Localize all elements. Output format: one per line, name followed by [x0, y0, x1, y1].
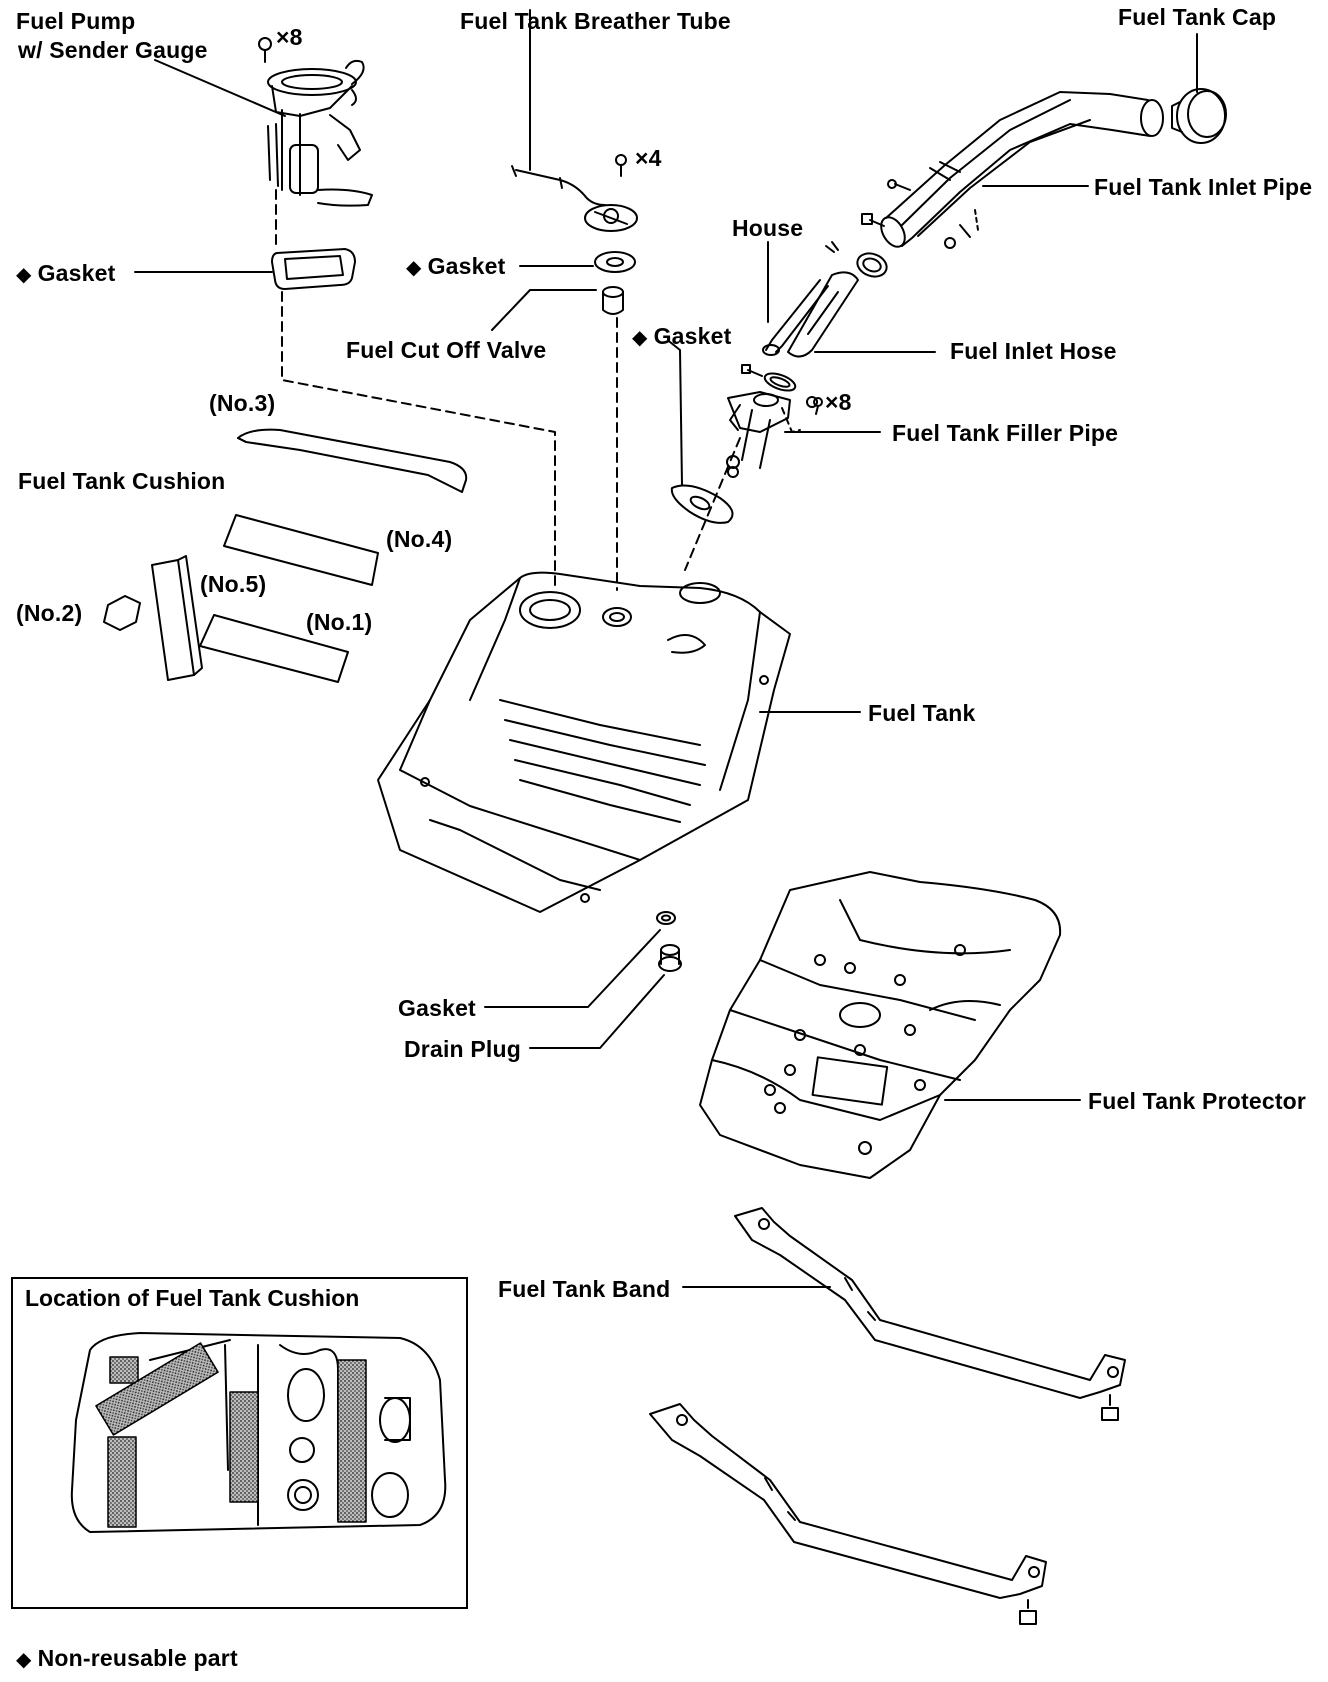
label-house: House [732, 215, 804, 241]
drain-gasket [656, 911, 676, 925]
inset-cushion-no5 [107, 1436, 137, 1528]
leader-filler-gasket [669, 341, 683, 486]
inset-cushion-no4 [229, 1391, 259, 1503]
label-no4: (No.4) [386, 526, 453, 552]
label-no2: (No.2) [16, 600, 83, 626]
dashed-filler2 [781, 407, 801, 433]
label-cushion: Fuel Tank Cushion [18, 468, 226, 494]
inset-cushion-no3 [95, 1342, 219, 1436]
label-drain-plug: Drain Plug [404, 1036, 522, 1062]
band-bolt-lower [1019, 1599, 1037, 1625]
pump-bolt [258, 37, 272, 63]
label-filler-pipe: Fuel Tank Filler Pipe [892, 420, 1119, 446]
diamond-icon: ◆ [16, 1649, 32, 1671]
dashed-filler [684, 437, 741, 571]
diamond-icon: ◆ [406, 257, 422, 279]
hose-clamp [825, 241, 888, 278]
fuel-tank-body [377, 571, 791, 913]
inlet-hose [787, 271, 859, 358]
label-gasket-filler: ◆Gasket [632, 323, 732, 349]
dashed-pump [275, 189, 556, 586]
label-protector: Fuel Tank Protector [1088, 1088, 1307, 1114]
inset-cushions [95, 1342, 367, 1528]
cushion-no4 [223, 514, 379, 586]
inlet-pipe [880, 91, 1164, 248]
label-no3: (No.3) [209, 390, 276, 416]
diamond-icon: ◆ [16, 264, 32, 286]
label-gasket-drain: Gasket [398, 995, 476, 1021]
cushion-no3 [237, 428, 468, 493]
label-cut-off-valve: Fuel Cut Off Valve [346, 337, 547, 363]
leader-pump [154, 59, 286, 117]
label-fuel-tank: Fuel Tank [868, 700, 976, 726]
label-fuel-pump: Fuel Pump [16, 8, 136, 34]
inset-cushion-no2 [109, 1356, 139, 1384]
label-sender-gauge: w/ Sender Gauge [18, 37, 208, 63]
fuel-tank-band-upper [734, 1207, 1126, 1399]
label-qty-x4: ×4 [635, 145, 662, 171]
label-qty-x8-filler: ×8 [825, 389, 852, 415]
inlet-clips [861, 179, 979, 249]
label-breather-tube: Fuel Tank Breather Tube [460, 8, 731, 34]
fuel-pump [267, 59, 373, 207]
fuel-tank-protector [699, 871, 1062, 1179]
label-no5: (No.5) [200, 571, 267, 597]
label-tank-cap: Fuel Tank Cap [1118, 4, 1277, 30]
label-band: Fuel Tank Band [498, 1276, 671, 1302]
leader-drain-plug [529, 974, 665, 1049]
inset-cushion-no1 [337, 1359, 367, 1523]
breather-house [762, 241, 829, 356]
cut-off-valve [602, 286, 624, 315]
fuel-tank-cap [1171, 33, 1227, 144]
valve-bolt [615, 154, 627, 177]
label-no1: (No.1) [306, 609, 373, 635]
gasket-valve [594, 251, 636, 273]
label-gasket-left: ◆Gasket [16, 260, 116, 286]
filler-bolt [806, 396, 818, 408]
gasket-pump [271, 248, 356, 290]
label-inlet-pipe: Fuel Tank Inlet Pipe [1094, 174, 1313, 200]
drain-plug [658, 944, 682, 972]
fuel-tank-band-lower [649, 1403, 1047, 1599]
diamond-icon: ◆ [632, 327, 648, 349]
cut-off-plate [584, 204, 638, 232]
cushion-location-inset: Location of Fuel Tank Cushion [11, 1277, 468, 1609]
filler-pipe [726, 391, 791, 478]
filler-small-parts [741, 364, 823, 415]
label-gasket-mid: ◆Gasket [406, 253, 506, 279]
label-qty-x8-pump: ×8 [276, 24, 303, 50]
leader-drain-gasket [484, 929, 661, 1008]
breather-tube [511, 9, 606, 206]
band-bolt-upper [1101, 1394, 1119, 1421]
filler-gasket [670, 484, 734, 524]
legend-non-reusable: ◆Non-reusable part [16, 1645, 238, 1671]
cushion-no2 [103, 595, 141, 631]
cushion-no5 [151, 555, 203, 681]
inset-title: Location of Fuel Tank Cushion [25, 1285, 360, 1311]
leader-valve [491, 289, 597, 331]
cushion-no1 [199, 614, 349, 683]
label-inlet-hose: Fuel Inlet Hose [950, 338, 1117, 364]
